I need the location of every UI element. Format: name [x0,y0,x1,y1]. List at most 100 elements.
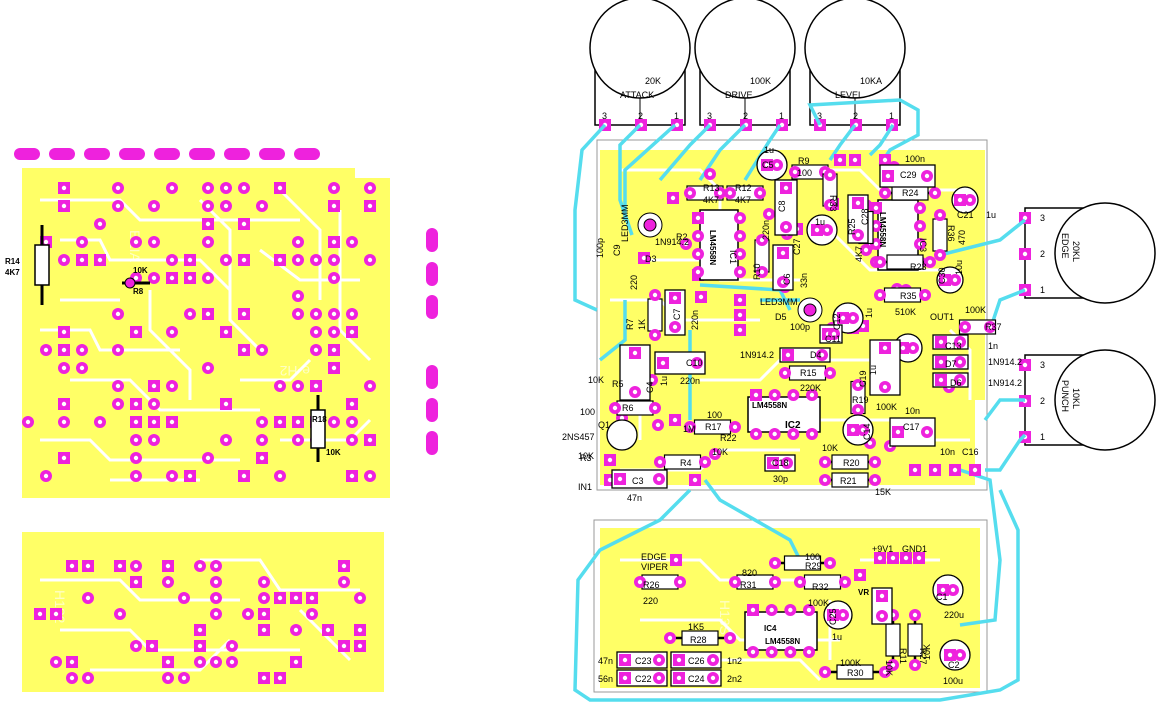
solder-pad [787,428,800,440]
pot-value: 20K [645,76,661,86]
jumper-wires [573,98,1027,702]
film-capacitor [774,179,798,236]
solder-pad [771,159,783,171]
solder-pad [816,349,828,361]
solder-pad [834,154,846,166]
part-label: 10u [954,260,964,275]
solder-pad [292,380,304,392]
solder-pad [806,428,818,440]
part-label: LM4558N [708,230,717,265]
pot-pin-number: 2 [853,111,858,121]
solder-pad [879,381,891,393]
solder-pad [184,308,196,320]
part-label: 1N914.2 [988,378,1022,388]
pot-name: LEVEL [835,90,863,100]
solder-pad [364,470,376,482]
resistor [729,574,781,590]
solder-pad [364,434,376,446]
pot-pin-number: 2 [1040,249,1045,259]
pot-pin-number: 3 [1040,360,1045,370]
solder-pad [58,326,70,338]
part-label: D4 [810,350,822,360]
solder-pad [328,200,340,212]
part-label: 15K [875,487,891,497]
part-label: 47n [598,656,613,666]
film-capacitor [847,194,869,244]
film-capacitor [869,339,901,396]
part-label: 100 [707,410,722,420]
solder-pad [328,182,340,194]
solder-pad [274,592,286,604]
solder-pad [819,474,831,486]
part-label: 100p [790,322,810,332]
part-label: R20 [843,458,860,468]
solder-pad [854,569,866,581]
solder-pad [310,254,322,266]
solder-pad [954,194,966,206]
solder-pad [202,452,214,464]
pot-pin-number: 1 [889,111,894,121]
solder-pad [811,224,823,236]
part-label: 470 [957,230,967,245]
part-label: R35 [900,291,917,301]
solder-pad [969,464,981,476]
solder-pad [202,200,214,212]
solder-pad [94,218,106,230]
resistor [724,185,766,201]
part-label: IN1 [578,482,592,492]
film-capacitor [932,354,969,370]
solder-pad [954,336,966,348]
part-label: C16 [962,447,979,457]
solder-pad [779,367,791,379]
dip-ic [692,209,746,281]
electrolytic-capacitor [932,574,964,606]
solder-pad [322,624,334,636]
edge-pad [119,148,145,160]
left-board-traces [40,188,372,482]
solder-pad [58,398,70,410]
solder-pad [76,344,88,356]
resistor [684,185,726,201]
solder-pad [787,389,800,401]
solder-pad [166,326,178,338]
resistor [874,254,936,270]
solder-pad [824,199,836,211]
solder-pad [346,470,358,482]
left-side-pad-column [426,228,438,455]
solder-pad [364,380,376,392]
solder-pad [40,344,52,356]
solder-pad [220,434,232,446]
part-label: D5 [775,312,787,322]
part-label: EDGE [641,552,667,562]
solder-pad [346,416,358,428]
film-capacitor [670,669,722,687]
solder-pad [346,326,358,338]
solder-pad [112,380,124,392]
solder-pad [837,312,849,324]
solder-pad [274,416,286,428]
solder-pad [919,289,931,301]
solder-pad [921,170,933,182]
solder-pad [238,344,250,356]
solder-pad [747,646,759,658]
solder-pad [66,672,78,684]
film-capacitor [889,417,936,447]
solder-pad [310,380,322,392]
solder-pad [734,309,746,321]
part-label: C7 [672,308,682,320]
solder-pad [653,672,665,684]
resistor [769,555,836,571]
solder-pad [929,464,941,476]
part-label: R6 [622,403,634,413]
part-label: 1N914.2 [740,350,774,360]
solder-pad [949,274,961,286]
solder-pad [274,182,286,194]
solder-pad [238,182,250,194]
solder-pad [112,344,124,356]
solder-pad [653,473,665,485]
pot-pin-number: 3 [602,111,607,121]
electrolytic-capacitor [756,149,788,181]
solder-pad [292,254,304,266]
solder-pad [346,308,358,320]
part-label: 10n [905,406,920,416]
